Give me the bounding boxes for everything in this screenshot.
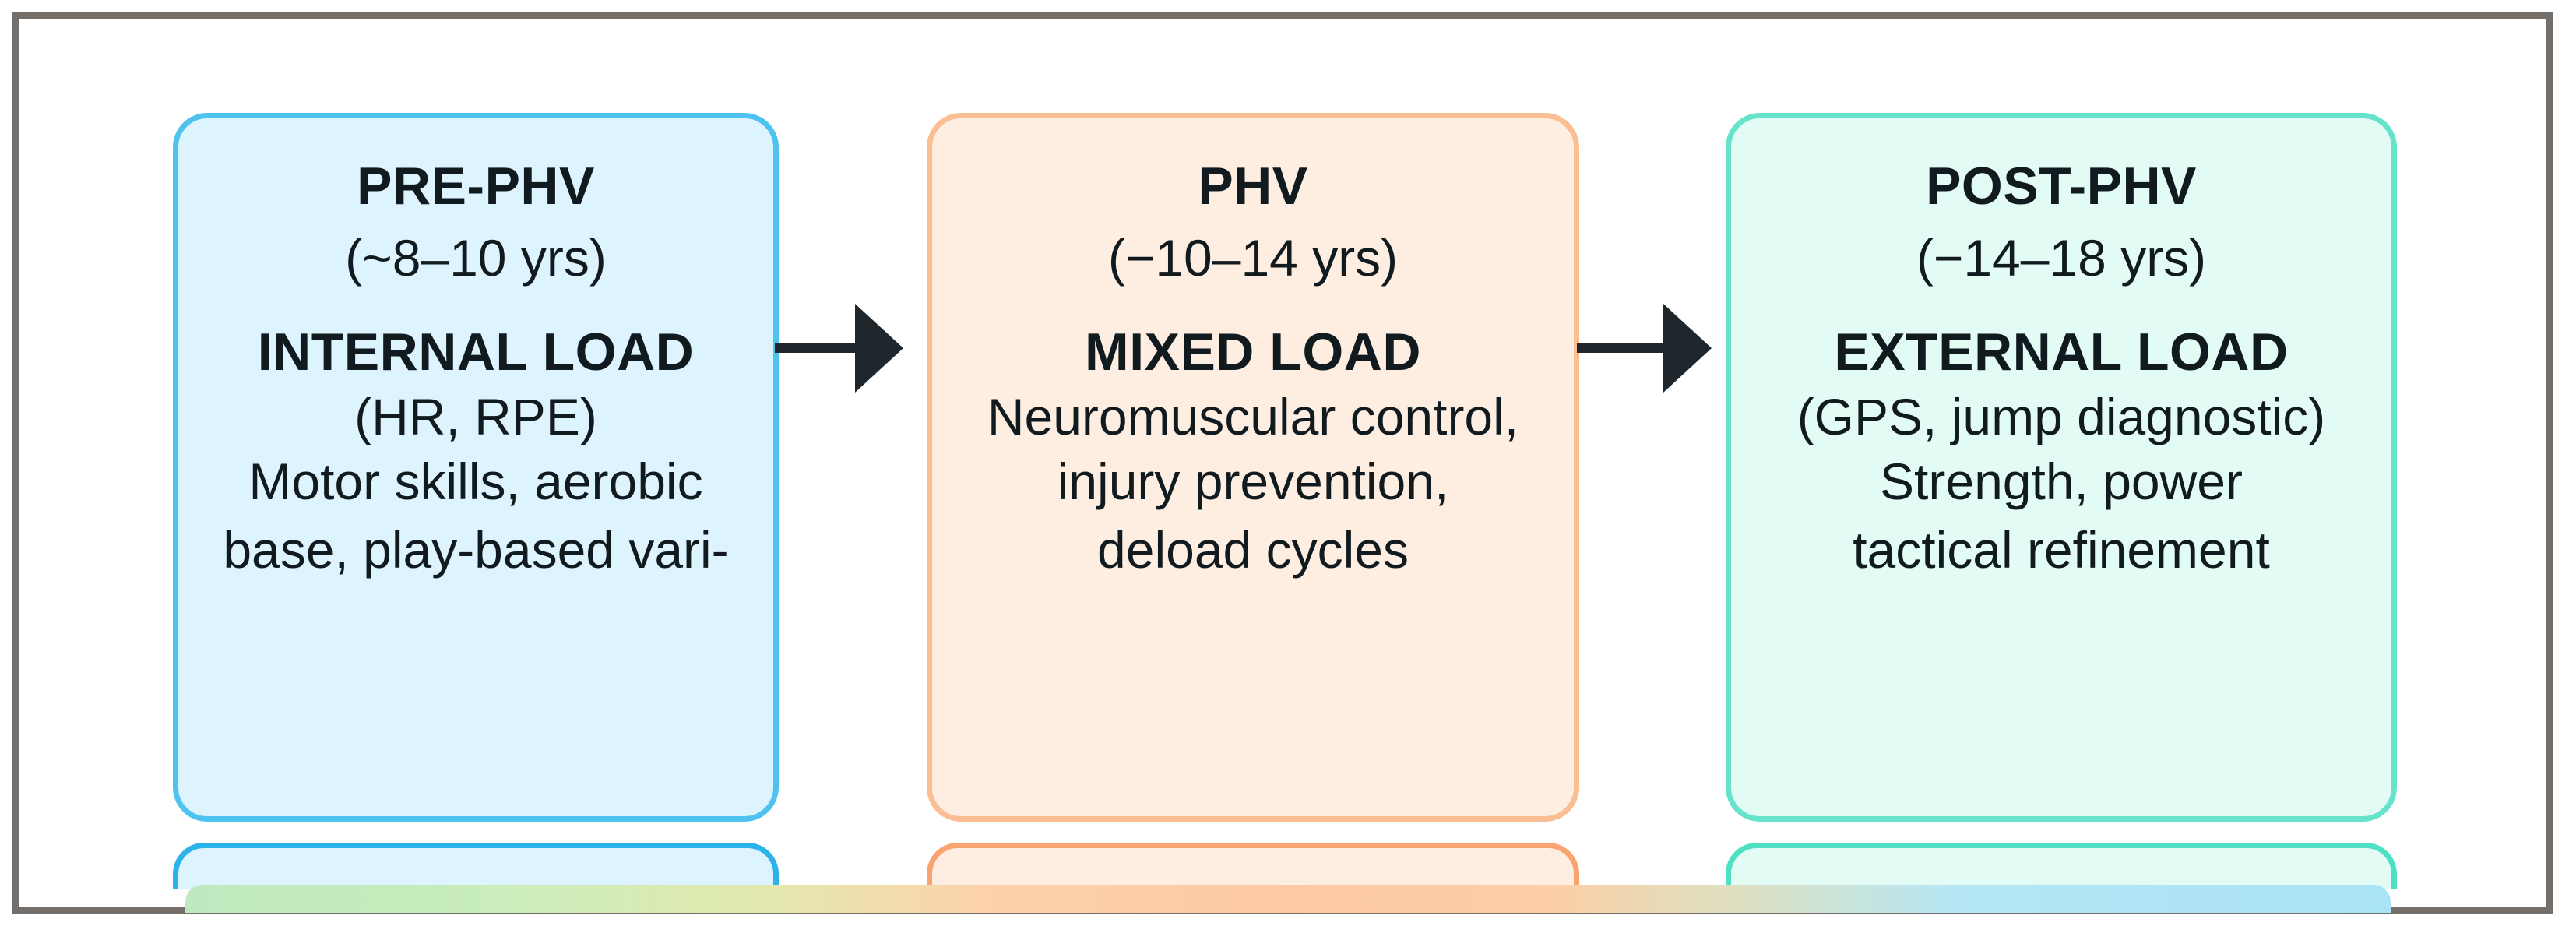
stage-card-pre-phv[interactable]: PRE-PHV (~8–10 yrs) INTERNAL LOAD (HR, R… bbox=[173, 113, 779, 822]
next-row-card-pre-phv-partial bbox=[173, 843, 779, 889]
stage-focus-line-1-phv: injury prevention, bbox=[1057, 452, 1449, 511]
maturation-gradient-band-partial bbox=[185, 885, 2391, 913]
arrow-shaft bbox=[775, 343, 860, 353]
stage-title-pre-phv: PRE-PHV bbox=[357, 157, 595, 216]
stage-focus-line-2-phv: deload cycles bbox=[1097, 520, 1409, 579]
arrow-head bbox=[855, 304, 903, 393]
stage-title-phv: PHV bbox=[1198, 157, 1308, 216]
stage-focus-line-2-post-phv: tactical refinement bbox=[1853, 520, 2270, 579]
arrow-head bbox=[1663, 304, 1712, 393]
stage-card-post-phv[interactable]: POST-PHV (−14–18 yrs) EXTERNAL LOAD (GPS… bbox=[1726, 113, 2397, 822]
stage-focus-line-1-pre-phv: Motor skills, aerobic bbox=[248, 452, 703, 511]
next-row-card-post-phv-partial bbox=[1726, 843, 2397, 889]
stage-metrics-phv: Neuromuscular control, bbox=[987, 388, 1519, 446]
next-row-card-phv-partial bbox=[927, 843, 1579, 889]
stage-metrics-post-phv: (GPS, jump diagnostic) bbox=[1797, 388, 2326, 446]
stage-card-phv[interactable]: PHV (−10–14 yrs) MIXED LOAD Neuromuscula… bbox=[927, 113, 1579, 822]
arrow-shaft bbox=[1577, 343, 1669, 353]
stage-load-type-post-phv: EXTERNAL LOAD bbox=[1834, 322, 2289, 382]
stage-metrics-pre-phv: (HR, RPE) bbox=[354, 388, 597, 446]
arrow-pre-to-phv-icon bbox=[775, 304, 903, 393]
stage-focus-line-2-pre-phv: base, play-based vari- bbox=[223, 520, 729, 579]
stage-load-type-phv: MIXED LOAD bbox=[1085, 322, 1421, 382]
stage-age-range-pre-phv: (~8–10 yrs) bbox=[345, 228, 607, 287]
arrow-phv-to-post-icon bbox=[1577, 304, 1717, 393]
stage-age-range-phv: (−10–14 yrs) bbox=[1107, 228, 1399, 287]
stage-focus-line-1-post-phv: Strength, power bbox=[1880, 452, 2243, 511]
stage-load-type-pre-phv: INTERNAL LOAD bbox=[257, 322, 695, 382]
stage-age-range-post-phv: (−14–18 yrs) bbox=[1916, 228, 2207, 287]
stage-title-post-phv: POST-PHV bbox=[1926, 157, 2197, 216]
